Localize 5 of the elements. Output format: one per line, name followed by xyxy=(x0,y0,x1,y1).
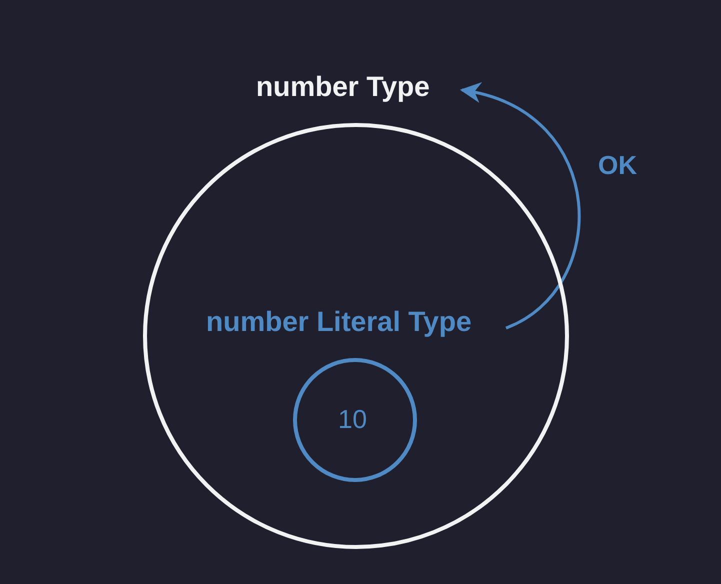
value-text: 10 xyxy=(338,404,367,435)
curved-arrow xyxy=(460,84,580,330)
edge-label: OK xyxy=(598,150,637,181)
type-heading: number Type xyxy=(256,71,430,103)
type-heading: number Literal Type xyxy=(206,306,472,338)
